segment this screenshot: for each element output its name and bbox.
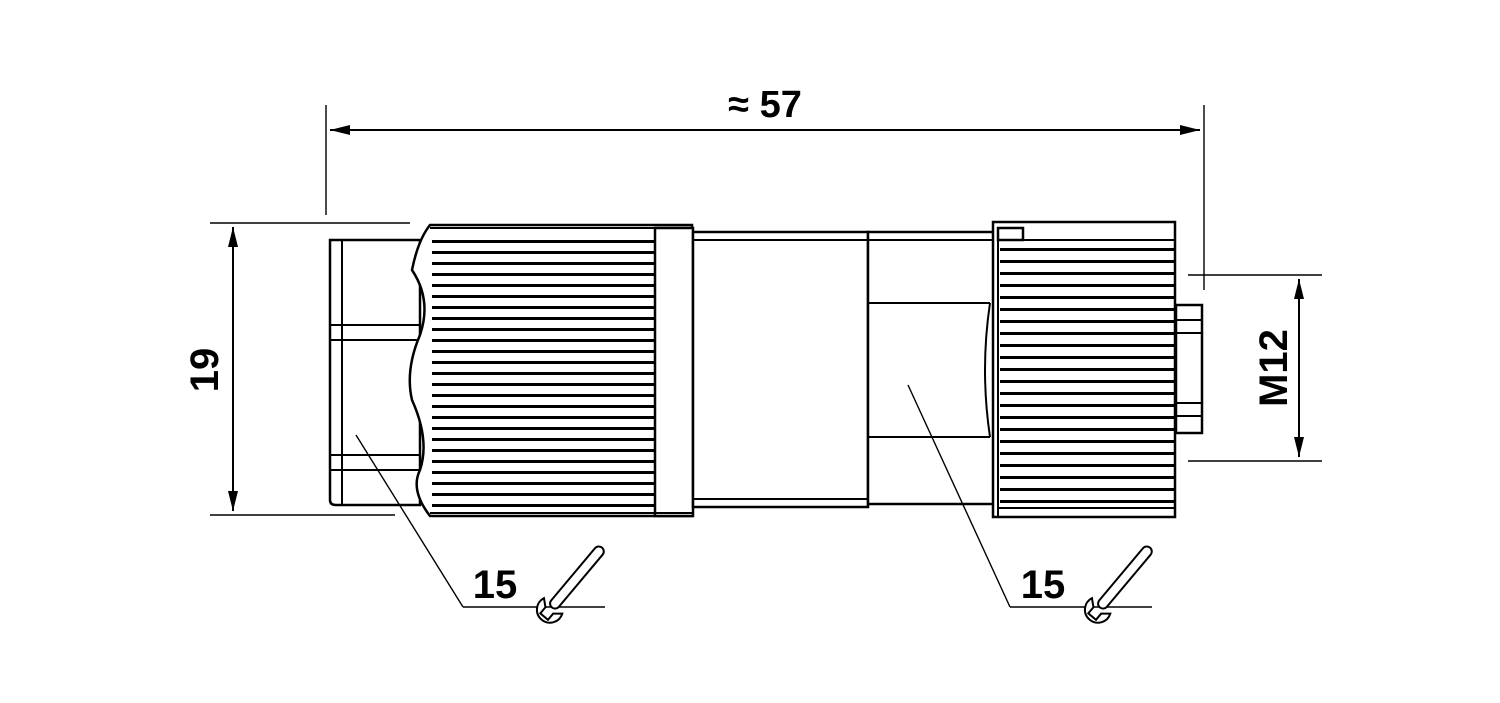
knurl-rib	[432, 328, 655, 331]
knurl-rib	[432, 317, 655, 320]
thread-dimension: M12	[1188, 274, 1322, 462]
knurl-rib	[1000, 464, 1174, 467]
knurl-rib	[1000, 368, 1174, 371]
knurl-rib	[1000, 380, 1174, 383]
knurl-rib	[432, 493, 655, 496]
knurl-rib	[432, 427, 655, 430]
wrench-callout-right: 15	[907, 384, 1153, 624]
knurl-rib	[432, 504, 655, 507]
knurl-rib	[432, 372, 655, 375]
knurl-rib	[1000, 476, 1174, 479]
knurl-rib	[1000, 452, 1174, 455]
knurled-nut-small	[991, 220, 1177, 519]
knurl-rib	[432, 471, 655, 474]
knurl-rib	[432, 350, 655, 353]
knurl-rib	[1000, 308, 1174, 311]
knurl-rib	[1000, 356, 1174, 359]
knurl-rib	[432, 449, 655, 452]
knurl-ribs-small	[1000, 248, 1174, 503]
knurl-rib	[432, 240, 655, 243]
knurl-rib	[432, 273, 655, 276]
knurl-rib	[1000, 248, 1174, 251]
middle-sleeve	[691, 230, 870, 509]
knurl-rib	[432, 284, 655, 287]
knurl-rib	[432, 438, 655, 441]
knurl-rib	[432, 339, 655, 342]
knurl-rib	[1000, 428, 1174, 431]
knurl-rib	[432, 251, 655, 254]
knurl-rib	[432, 306, 655, 309]
knurl-rib	[432, 394, 655, 397]
front-body	[866, 230, 1000, 506]
rear-hex-nut	[328, 238, 422, 507]
knurl-rib	[1000, 488, 1174, 491]
wrench-size-right-label: 15	[1021, 563, 1066, 607]
knurl-rib	[1000, 500, 1174, 503]
knurl-rib	[1000, 344, 1174, 347]
knurl-rib	[1000, 284, 1174, 287]
diameter-dimension: 19	[183, 222, 410, 516]
wrench-icon	[1083, 545, 1153, 624]
knurl-rib	[432, 482, 655, 485]
knurl-ribs-large	[432, 240, 655, 507]
knurl-rib	[1000, 272, 1174, 275]
knurl-rib	[1000, 260, 1174, 263]
thread-label: M12	[1252, 329, 1296, 407]
knurl-rib	[432, 295, 655, 298]
connector-body	[328, 220, 1204, 519]
overall-length-label: ≈ 57	[728, 84, 802, 126]
knurl-rib	[1000, 392, 1174, 395]
contact-pins	[1174, 303, 1204, 435]
knurl-rib	[1000, 332, 1174, 335]
overall-length-dimension: ≈ 57	[325, 84, 1205, 290]
knurled-nut-large	[408, 223, 695, 518]
knurl-rib	[432, 383, 655, 386]
knurl-rib	[432, 460, 655, 463]
knurl-rib	[1000, 416, 1174, 419]
knurl-rib	[1000, 320, 1174, 323]
knurl-rib	[432, 416, 655, 419]
wrench-size-left-label: 15	[473, 563, 518, 607]
knurl-rib	[1000, 404, 1174, 407]
wrench-icon	[535, 545, 605, 624]
diameter-label: 19	[183, 348, 227, 393]
knurl-rib	[1000, 296, 1174, 299]
knurl-rib	[432, 405, 655, 408]
knurl-rib	[1000, 440, 1174, 443]
knurl-rib	[432, 262, 655, 265]
knurl-rib	[432, 361, 655, 364]
wrench-callout-left: 15	[355, 434, 605, 624]
